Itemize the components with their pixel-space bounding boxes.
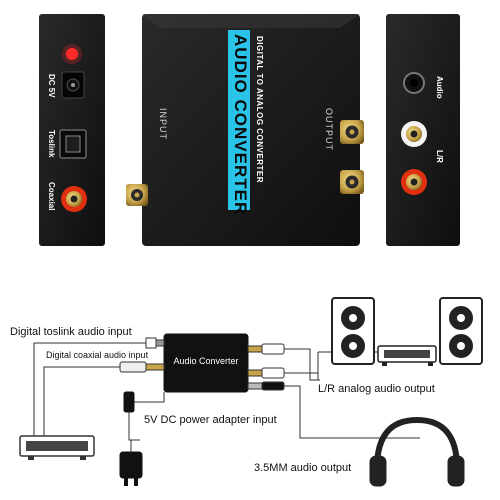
toslink-label: Toslink bbox=[47, 130, 56, 158]
connection-diagram bbox=[19, 297, 483, 487]
coaxial-input-label: Digital coaxial audio input bbox=[46, 350, 149, 360]
converter-box bbox=[163, 333, 249, 393]
main-unit bbox=[126, 14, 364, 246]
power-led bbox=[66, 48, 78, 60]
input-rca-jack bbox=[126, 184, 148, 206]
coaxial-label: Coaxial bbox=[47, 182, 56, 211]
diagram-box-label: Audio Converter bbox=[173, 356, 239, 366]
output-label: OUTPUT bbox=[324, 108, 334, 151]
toslink-port bbox=[59, 129, 87, 159]
product-title: AUDIO CONVERTER bbox=[231, 34, 250, 216]
headphone-output-label: 3.5MM audio output bbox=[254, 462, 352, 474]
power-adapter bbox=[119, 451, 143, 479]
power-input-label: 5V DC power adapter input bbox=[144, 414, 277, 426]
rca-red-jack bbox=[401, 169, 427, 195]
power-label: POWER bbox=[15, 34, 24, 67]
product-subtitle: DIGITAL TO ANALOG CONVERTER bbox=[255, 36, 264, 183]
left-side-panel bbox=[39, 14, 105, 246]
audio-label: Audio bbox=[435, 76, 444, 99]
toslink-input-label: Digital toslink audio input bbox=[10, 326, 132, 338]
right-side-panel bbox=[386, 14, 460, 246]
dc-label: DC 5V bbox=[47, 74, 56, 98]
dc-jack bbox=[61, 71, 85, 99]
lr-output-label: L/R analog audio output bbox=[318, 383, 435, 395]
coaxial-jack bbox=[61, 186, 87, 212]
rca-white-jack bbox=[401, 121, 427, 147]
audio-3-5mm-jack bbox=[403, 72, 425, 94]
output-rca-jack-top bbox=[340, 120, 364, 144]
output-rca-jack-bottom bbox=[340, 170, 364, 194]
receiver bbox=[377, 345, 437, 366]
left-speaker bbox=[331, 297, 375, 365]
right-speaker bbox=[439, 297, 483, 365]
lr-label: L/R bbox=[435, 150, 444, 163]
input-label: INPUT bbox=[158, 108, 168, 140]
headphones bbox=[369, 416, 465, 487]
